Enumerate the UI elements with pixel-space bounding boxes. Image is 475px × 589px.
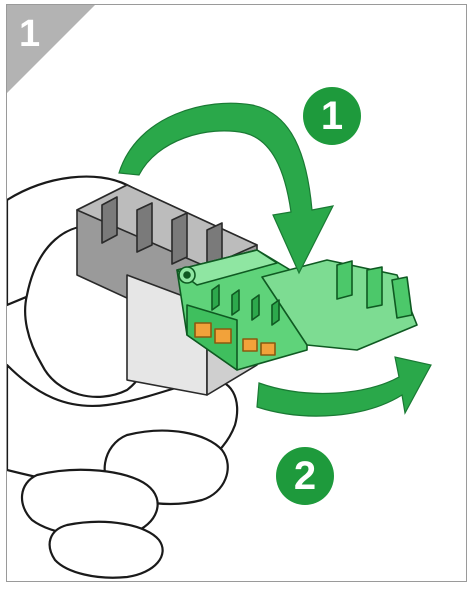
callout-step-1: 1	[303, 87, 361, 145]
illustration	[7, 5, 467, 582]
finger-3	[50, 522, 163, 578]
instruction-panel: 1	[6, 4, 467, 582]
callout-step-2: 2	[276, 447, 334, 505]
curved-arrow-right-icon	[257, 357, 431, 416]
